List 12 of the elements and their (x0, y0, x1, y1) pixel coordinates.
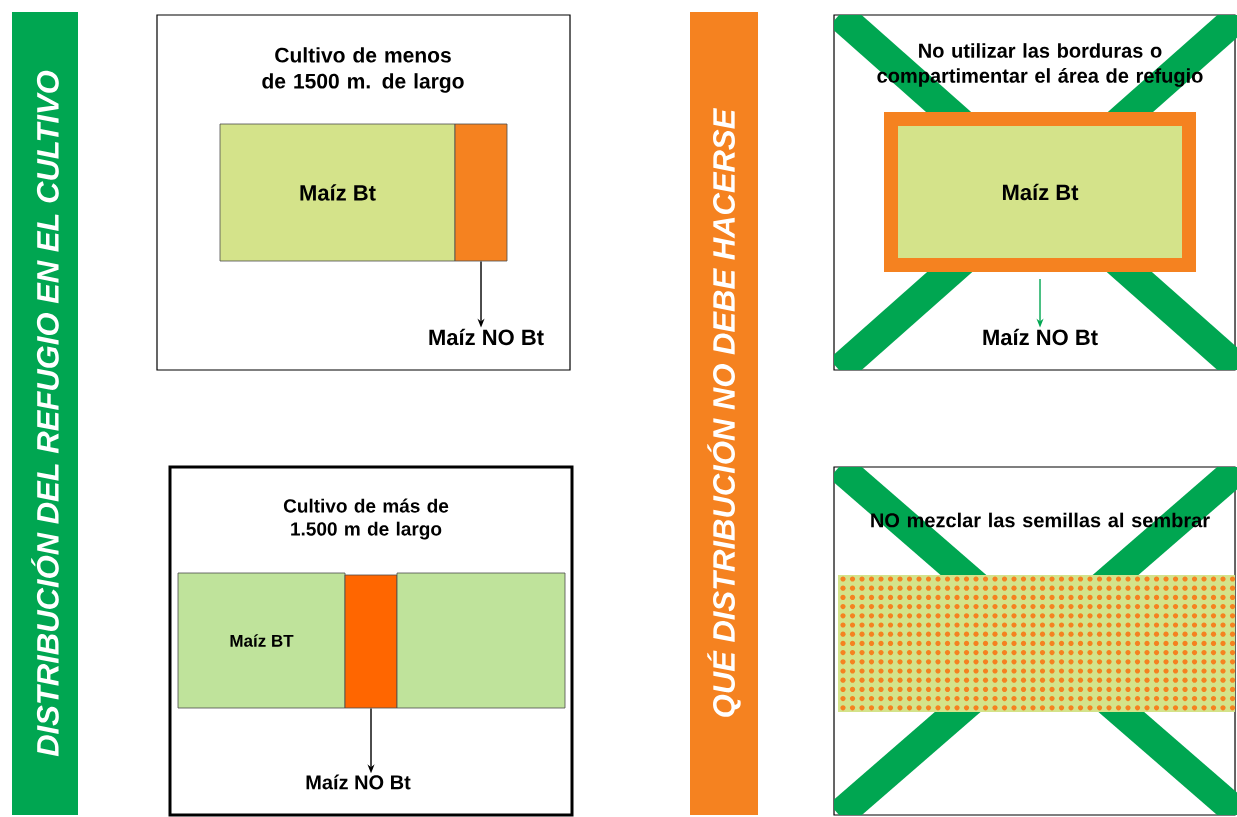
crop-field: Maíz BT (177, 572, 346, 709)
field-label: Maíz NO Bt (429, 328, 544, 346)
crop-field: Maíz Bt (219, 123, 456, 262)
field-label: Maíz NO Bt (983, 328, 1098, 346)
title-band: QUÉ DISTRIBUCIÓN NO DEBE HACERSE (690, 12, 758, 815)
field-label: Maíz NO Bt (306, 774, 411, 790)
bordered-field: Maíz Bt (884, 112, 1196, 272)
title-band: DISTRIBUCIÓN DEL REFUGIO EN EL CULTIVO (12, 12, 78, 815)
crop-field (454, 123, 508, 262)
crop-field (344, 574, 398, 709)
crop-field (396, 572, 566, 709)
dotted-field (838, 575, 1236, 712)
